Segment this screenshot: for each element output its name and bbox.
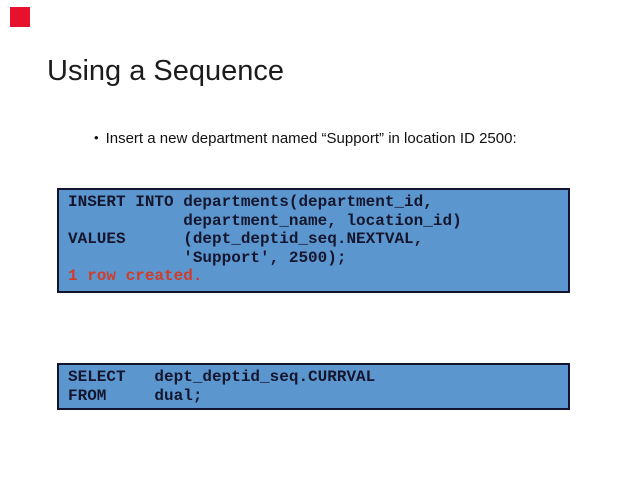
- sql-line: department_name, location_id): [68, 211, 462, 230]
- sql-line: 'Support', 2500);: [68, 248, 347, 267]
- sql-line: FROM dual;: [68, 386, 203, 405]
- bullet-text: Insert a new department named “Support” …: [105, 130, 517, 147]
- slide-title: Using a Sequence: [47, 55, 284, 87]
- sql-code-block-insert: INSERT INTO departments(department_id, d…: [57, 188, 570, 293]
- sql-line: VALUES (dept_deptid_seq.NEXTVAL,: [68, 230, 424, 249]
- bullet-item: • Insert a new department named “Support”…: [94, 129, 517, 147]
- bullet-icon: •: [94, 130, 99, 145]
- sql-code-insert-pre: INSERT INTO departments(department_id, d…: [59, 190, 568, 286]
- sql-line: SELECT dept_deptid_seq.CURRVAL: [68, 368, 376, 386]
- sql-line: INSERT INTO departments(department_id,: [68, 193, 433, 211]
- sql-result-line: 1 row created.: [68, 267, 203, 286]
- red-square-marker: [10, 7, 30, 27]
